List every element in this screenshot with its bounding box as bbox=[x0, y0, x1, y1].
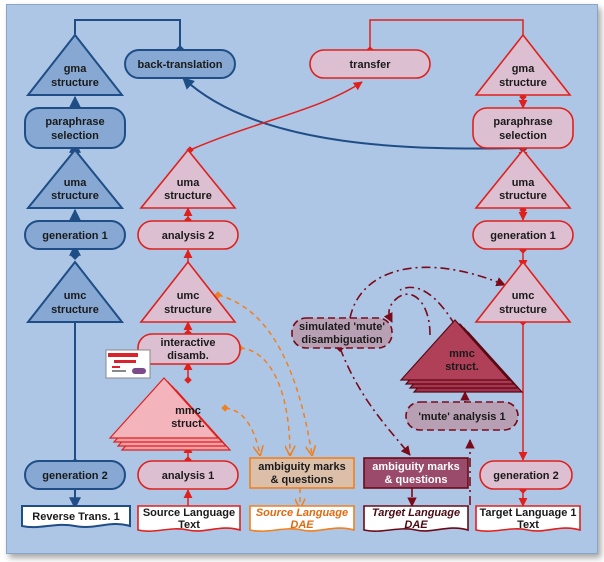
right-umc-triangle: umc structure bbox=[474, 260, 572, 323]
source-text-label-1: Source Language bbox=[143, 507, 235, 519]
reverse-trans-doc: Reverse Trans. 1 bbox=[21, 505, 131, 529]
source-mmc-label-1: mmc bbox=[175, 405, 201, 417]
left-generation1-box: generation 1 bbox=[24, 220, 126, 250]
target-mmc-label-1: mmc bbox=[449, 348, 475, 360]
interactive-disamb-box: interactive disamb. bbox=[137, 333, 241, 365]
simulated-mute-box: simulated 'mute' disambiguation bbox=[291, 317, 393, 349]
left-paraphrase-label-2: selection bbox=[51, 130, 99, 142]
right-generation1-label: generation 1 bbox=[490, 230, 555, 242]
source-ambiguity-box: ambiguity marks & questions bbox=[249, 457, 355, 489]
left-generation1-label: generation 1 bbox=[42, 230, 107, 242]
left-generation2-box: generation 2 bbox=[24, 460, 126, 490]
target-text-label-2: Text bbox=[517, 519, 539, 531]
right-umc-label-1: umc bbox=[512, 290, 535, 302]
source-dae-label-1: Source Language bbox=[256, 507, 348, 519]
right-generation2-label: generation 2 bbox=[493, 470, 558, 482]
left-uma-label-2: structure bbox=[51, 190, 99, 202]
left-umc-label-2: structure bbox=[51, 304, 99, 316]
arrow-right-para-to-back-translation bbox=[182, 77, 528, 153]
source-ambiguity-label-2: & questions bbox=[271, 474, 334, 486]
dark-arrow-simulated-to-ambiguity bbox=[336, 344, 411, 456]
orange-arrow-umc-to-ambiguity bbox=[218, 295, 312, 455]
target-dae-label-2: DAE bbox=[404, 519, 428, 531]
back-translation-box: back-translation bbox=[124, 49, 236, 79]
target-text-doc: Target Language 1 Text bbox=[475, 505, 581, 532]
left-generation2-label: generation 2 bbox=[42, 470, 107, 482]
target-dae-label-1: Target Language bbox=[372, 507, 460, 519]
left-gma-label-2: structure bbox=[51, 77, 99, 89]
analysis2-label: analysis 2 bbox=[162, 230, 215, 242]
analysis2-box: analysis 2 bbox=[137, 220, 239, 250]
right-paraphrase-label-2: selection bbox=[499, 130, 547, 142]
target-mmc-label-2: struct. bbox=[445, 361, 479, 373]
dark-arrow-umc-loop bbox=[399, 286, 456, 326]
interactive-label-1: interactive bbox=[160, 337, 215, 349]
source-text-label-2: Text bbox=[178, 519, 200, 531]
arrow-uma-to-transfer bbox=[186, 81, 363, 154]
target-ambiguity-box: ambiguity marks & questions bbox=[363, 457, 469, 489]
target-ambiguity-label-2: & questions bbox=[385, 474, 448, 486]
target-dae-doc: Target Language DAE bbox=[363, 505, 469, 532]
arrow-back-translation-to-gma bbox=[69, 19, 185, 55]
source-umc-triangle: umc structure bbox=[139, 260, 237, 323]
right-gma-label-1: gma bbox=[512, 63, 536, 75]
left-uma-triangle: uma structure bbox=[25, 148, 125, 209]
source-mmc-stack: mmc struct. bbox=[108, 377, 232, 451]
mute-analysis-label: 'mute' analysis 1 bbox=[418, 411, 505, 423]
orange-arrow-mmc-to-ambiguity bbox=[225, 408, 260, 455]
connectors bbox=[69, 19, 528, 510]
transfer-box: transfer bbox=[309, 49, 431, 79]
simulated-mute-label-1: simulated 'mute' bbox=[299, 321, 385, 333]
source-dae-doc: Source Language DAE bbox=[249, 505, 355, 532]
source-umc-label-2: structure bbox=[164, 304, 212, 316]
left-umc-triangle: umc structure bbox=[25, 260, 125, 323]
source-mmc-label-2: struct. bbox=[171, 418, 205, 430]
target-mmc-stack: mmc struct. bbox=[399, 319, 524, 393]
analysis1-box: analysis 1 bbox=[137, 460, 239, 490]
left-paraphrase-label-1: paraphrase bbox=[45, 116, 104, 128]
source-ambiguity-label-1: ambiguity marks bbox=[258, 461, 345, 473]
simulated-mute-label-2: disambiguation bbox=[301, 334, 383, 346]
left-umc-label-1: umc bbox=[64, 290, 87, 302]
left-paraphrase-box: paraphrase selection bbox=[24, 107, 126, 149]
source-umc-label-1: umc bbox=[177, 290, 200, 302]
right-umc-label-2: structure bbox=[499, 304, 547, 316]
arrow-transfer-to-gma bbox=[366, 19, 528, 54]
right-uma-triangle: uma structure bbox=[474, 148, 572, 209]
analysis1-label: analysis 1 bbox=[162, 470, 215, 482]
target-ambiguity-label-1: ambiguity marks bbox=[372, 461, 459, 473]
mute-analysis-box: 'mute' analysis 1 bbox=[405, 401, 519, 431]
right-generation1-box: generation 1 bbox=[472, 220, 574, 250]
left-gma-label-1: gma bbox=[64, 63, 88, 75]
transfer-label: transfer bbox=[350, 59, 392, 71]
orange-arrow-interactive-to-ambiguity bbox=[240, 348, 290, 455]
left-gma-triangle: gma structure bbox=[25, 33, 125, 96]
back-translation-label: back-translation bbox=[138, 59, 223, 71]
right-uma-label-1: uma bbox=[512, 177, 536, 189]
right-paraphrase-box: paraphrase selection bbox=[472, 107, 574, 149]
source-dae-label-2: DAE bbox=[290, 519, 314, 531]
left-uma-label-1: uma bbox=[64, 177, 88, 189]
right-gma-triangle: gma structure bbox=[474, 33, 572, 96]
right-uma-label-2: structure bbox=[499, 190, 547, 202]
source-uma-label-1: uma bbox=[177, 177, 201, 189]
right-paraphrase-label-1: paraphrase bbox=[493, 116, 552, 128]
right-generation2-box: generation 2 bbox=[479, 460, 573, 490]
reverse-trans-label: Reverse Trans. 1 bbox=[32, 511, 119, 523]
interactive-label-2: disamb. bbox=[167, 350, 209, 362]
source-uma-label-2: structure bbox=[164, 190, 212, 202]
source-text-doc: Source Language Text bbox=[137, 505, 241, 532]
dark-arrow-mmc-to-simulated bbox=[383, 293, 431, 336]
right-gma-label-2: structure bbox=[499, 77, 547, 89]
source-uma-triangle: uma structure bbox=[139, 148, 237, 209]
dialog-thumbnail-icon bbox=[105, 349, 151, 379]
target-text-label-1: Target Language 1 bbox=[480, 507, 577, 519]
